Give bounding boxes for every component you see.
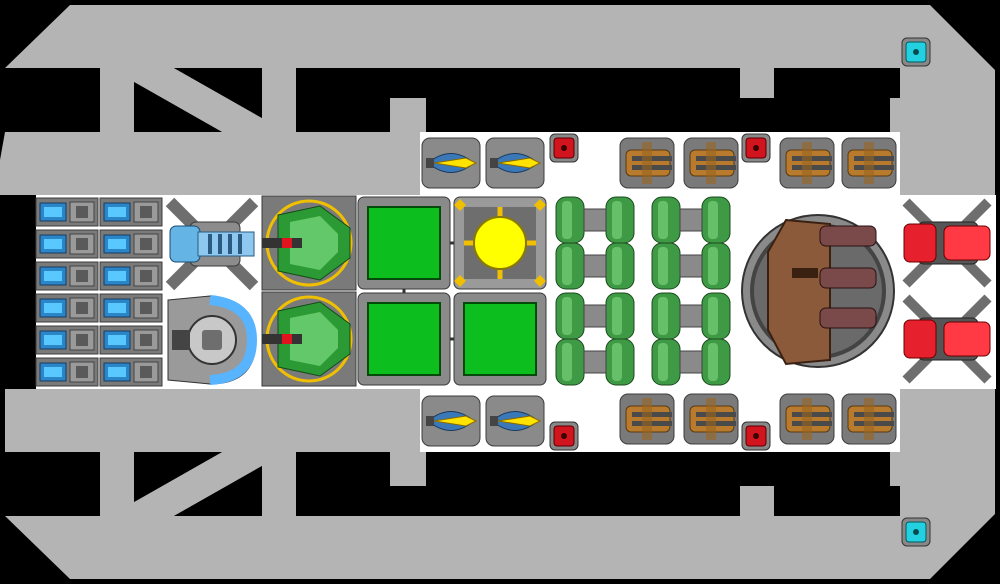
cannon-icon xyxy=(841,393,897,445)
node-icon xyxy=(741,421,771,451)
cannon-icon xyxy=(683,393,739,445)
laser-icon xyxy=(485,137,545,189)
turret-icon[interactable] xyxy=(261,291,357,387)
battery-icon xyxy=(99,229,163,259)
battery-icon xyxy=(99,293,163,323)
cannon-icon xyxy=(779,393,835,445)
sensor-icon[interactable] xyxy=(901,517,931,547)
turret-icon[interactable] xyxy=(261,195,357,291)
bottom-hull-rail xyxy=(5,389,995,579)
reactor-icon[interactable] xyxy=(357,292,451,386)
battery-icon xyxy=(99,261,163,291)
node-icon xyxy=(741,133,771,163)
battery-icon xyxy=(35,229,99,259)
thruster-icon[interactable] xyxy=(900,197,994,289)
sensor-icon[interactable] xyxy=(901,37,931,67)
battery-icon xyxy=(35,325,99,355)
hull-frame xyxy=(0,5,995,579)
hull-cutouts xyxy=(0,68,900,516)
battery-icon xyxy=(35,197,99,227)
reactor-icon[interactable] xyxy=(357,196,451,290)
reactor-icon[interactable] xyxy=(453,292,547,386)
cannon-icon xyxy=(841,137,897,189)
battery-icon xyxy=(35,293,99,323)
laser-icon xyxy=(421,395,481,447)
top-hull-rail xyxy=(5,5,995,195)
laser-icon xyxy=(485,395,545,447)
node-icon xyxy=(549,133,579,163)
shield-icon[interactable] xyxy=(164,293,260,387)
thruster-icon[interactable] xyxy=(900,293,994,385)
top-weapons[interactable] xyxy=(421,133,897,189)
cannon-icon xyxy=(683,137,739,189)
battery-icon xyxy=(99,325,163,355)
ion-cannon-icon[interactable] xyxy=(164,197,260,291)
battery-icon xyxy=(99,197,163,227)
node-icon xyxy=(549,421,579,451)
laser-icon xyxy=(421,137,481,189)
core-icon[interactable] xyxy=(453,196,547,290)
main-gun-icon[interactable] xyxy=(741,214,895,368)
cannon-icon xyxy=(619,393,675,445)
battery-icon xyxy=(35,357,99,387)
battery-icon xyxy=(35,261,99,291)
bottom-weapons[interactable] xyxy=(421,393,897,451)
cannon-icon xyxy=(779,137,835,189)
cannon-icon xyxy=(619,137,675,189)
battery-icon xyxy=(99,357,163,387)
